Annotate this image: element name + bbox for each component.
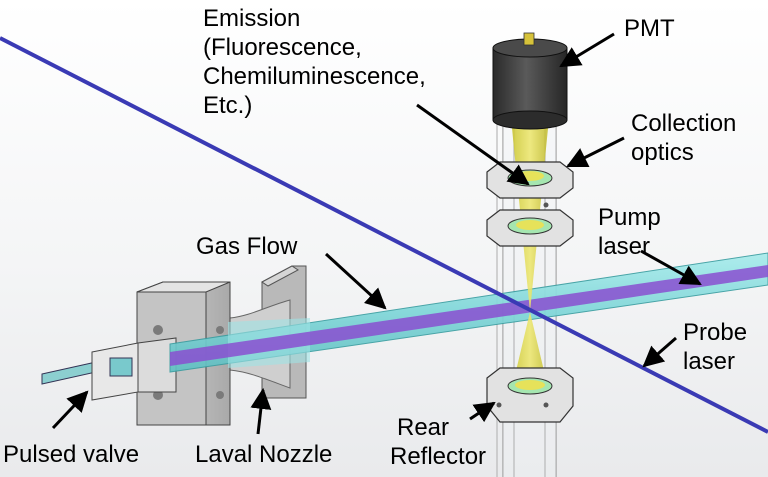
collection-optics-lower — [486, 209, 574, 247]
pulsed-valve-label: Pulsed valve — [3, 441, 140, 468]
laval-nozzle-label: Laval Nozzle — [195, 441, 333, 468]
emission-label: Emission (Fluorescence, Chemiluminescenc… — [203, 4, 426, 120]
laval-nozzle-arrow — [250, 387, 272, 435]
gas-flow-arrow — [324, 252, 387, 310]
collection-optics-label-line: optics — [631, 139, 694, 166]
rear-reflector-arrow — [469, 401, 496, 423]
gas-flow-label: Gas Flow — [196, 233, 298, 260]
pmt-label: PMT — [624, 15, 675, 42]
probe-laser-label-line: laser — [683, 348, 736, 375]
probe-laser-label: Probe laser — [683, 318, 747, 376]
rear-reflector-mirror — [486, 367, 574, 423]
pmt-arrow — [559, 32, 615, 68]
pulsed-valve — [41, 337, 177, 401]
collection-optics-label-line: Collection — [631, 110, 737, 137]
pump-laser-label-line: laser — [598, 233, 651, 260]
rear-reflector-label: Rear Reflector — [390, 413, 486, 471]
rear-reflector-label-line: Reflector — [390, 443, 487, 470]
emission-label-line: Emission — [203, 5, 301, 32]
rear-reflector-label-line: Rear — [397, 414, 450, 441]
pmt-detector — [492, 32, 568, 130]
pump-laser-beam — [170, 265, 768, 366]
collection-optics-arrow — [566, 136, 625, 168]
emission-label-line: Chemiluminescence, — [203, 63, 426, 90]
pump-laser-label: Pump laser — [598, 203, 661, 261]
emission-label-line: Etc.) — [203, 92, 253, 119]
pump-laser-arrow — [640, 249, 702, 286]
pump-laser-label-line: Pump — [598, 204, 661, 231]
callout-arrows — [51, 32, 702, 435]
emission-arrow — [416, 103, 530, 186]
probe-laser-arrow — [642, 336, 677, 368]
emission-label-line: (Fluorescence, — [203, 34, 362, 61]
pulsed-valve-arrow — [51, 390, 89, 430]
collection-optics-label: Collection optics — [631, 109, 736, 167]
probe-laser-label-line: Probe — [683, 319, 748, 346]
probe-laser-beam — [0, 36, 768, 434]
